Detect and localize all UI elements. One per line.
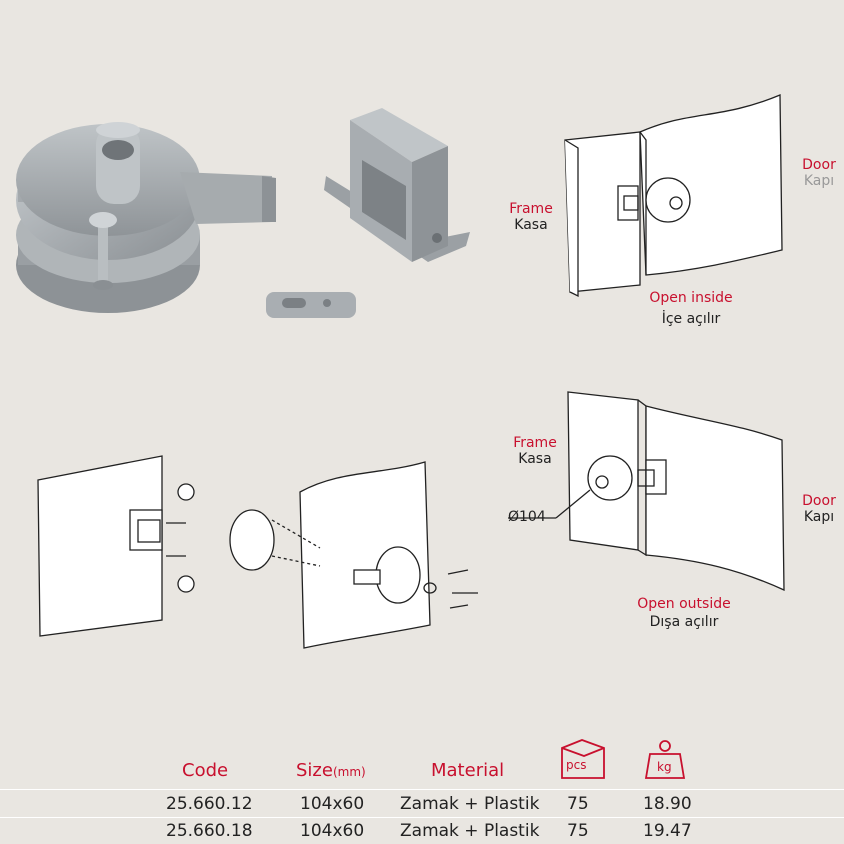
table-row: 25.660.12 104x60 Zamak + Plastik 75 18.9… [0,792,844,814]
header-size: Size(mm) [296,760,366,781]
row-kg: 19.47 [643,821,692,841]
diagram-open-outside [508,391,785,592]
table-divider [0,789,844,790]
row-material: Zamak + Plastik [400,794,540,814]
diagram-open-inside [564,94,783,298]
header-size-unit: (mm) [332,765,366,779]
tr-door-label: Door Kapı [796,157,842,189]
tr-frame-label: Frame Kasa [502,201,560,233]
pcs-icon-label: pcs [566,758,587,772]
kg-weight-icon [644,740,686,779]
br-frame-en: Frame [513,435,557,451]
tr-frame-en: Frame [509,201,553,217]
br-mode-tr: Dışa açılır [649,614,719,630]
br-mode-en: Open outside [637,596,731,612]
kg-icon-label: kg [657,760,672,774]
br-frame-label: Frame Kasa [506,435,564,467]
row-size: 104x60 [300,821,365,841]
pcs-box-icon [561,739,605,779]
header-code: Code [182,760,229,781]
diagram-exploded-door [229,461,478,649]
header-material: Material [431,760,505,781]
lock-photo [16,122,276,313]
row-code: 25.660.12 [166,794,253,814]
row-size: 104x60 [300,794,365,814]
diagram-exploded-frame [37,455,195,637]
tr-frame-tr: Kasa [514,217,548,233]
plate-photo [266,292,356,318]
row-pcs: 75 [567,821,589,841]
br-door-label: Door Kapı [796,493,842,525]
br-door-tr: Kapı [803,509,835,525]
tr-door-tr: Kapı [803,173,835,189]
tr-door-en: Door [802,157,836,173]
tr-mode-tr: İçe açılır [661,311,721,327]
br-mode-label: Open outside Dışa açılır [624,596,744,630]
row-kg: 18.90 [643,794,692,814]
row-code: 25.660.18 [166,821,253,841]
br-frame-tr: Kasa [518,451,552,467]
tr-mode-label: Open inside İçe açılır [636,290,746,327]
header-size-text: Size [296,760,333,781]
table-row: 25.660.18 104x60 Zamak + Plastik 75 19.4… [0,819,844,841]
diameter-label: Ø104 [508,509,546,525]
row-pcs: 75 [567,794,589,814]
tr-mode-en: Open inside [649,290,733,306]
table-divider [0,817,844,818]
keeper-photo [324,108,470,262]
row-material: Zamak + Plastik [400,821,540,841]
br-door-en: Door [802,493,836,509]
